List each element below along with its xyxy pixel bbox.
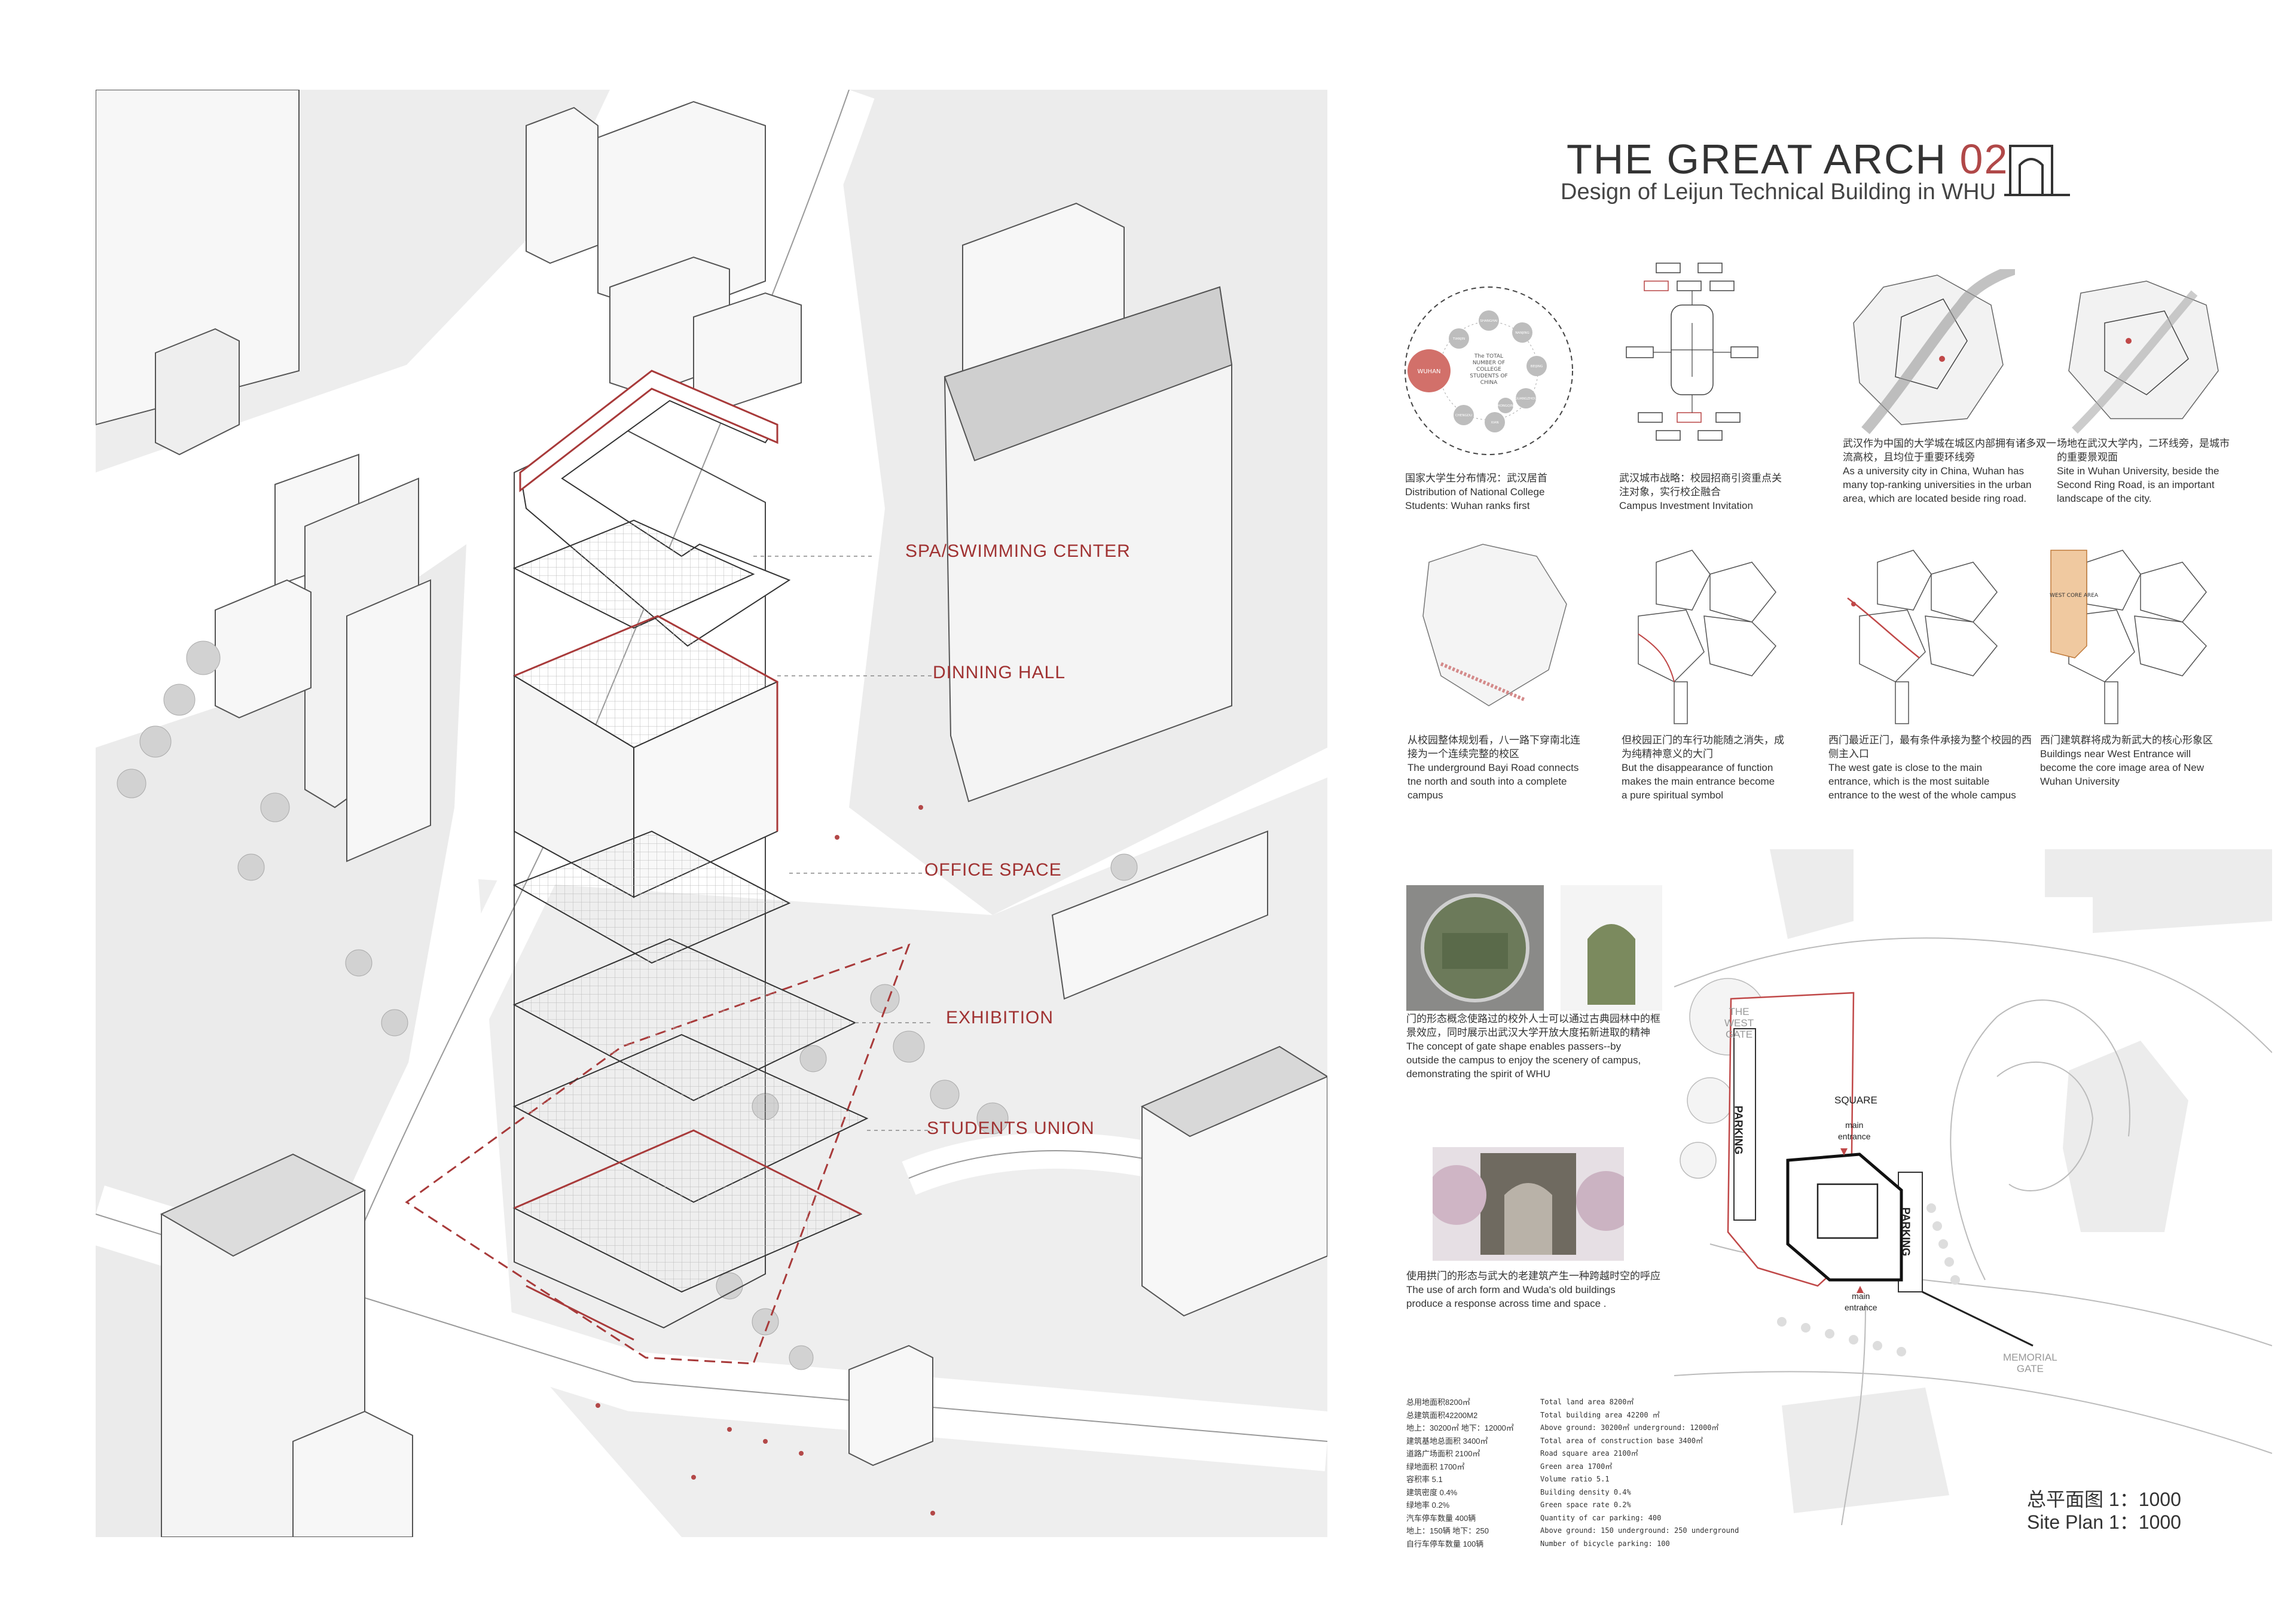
wuhan-bubble-label: WUHAN bbox=[1417, 368, 1440, 375]
west-gate-map bbox=[1847, 550, 1998, 724]
caption-d7: 西门最近正门，最有条件承接为整个校园的西 侧主入口 The west gate … bbox=[1828, 734, 2032, 801]
city-bubble-label: GUANGZHOU bbox=[1515, 397, 1537, 401]
bayi-road-map bbox=[1422, 544, 1567, 706]
west-core-area-map: WEST CORE AREA bbox=[2050, 550, 2208, 724]
center-text-line: The TOTAL bbox=[1474, 353, 1503, 359]
city-bubble-label: TIANJIN bbox=[1452, 337, 1465, 341]
caption-d6: 但校园正门的车行功能随之消失，成 为纯精神意义的大门 But the disap… bbox=[1622, 734, 1784, 801]
memorial-gate-label: MEMORIAL GATE bbox=[2003, 1352, 2057, 1374]
label-students-union: STUDENTS UNION bbox=[927, 1118, 1095, 1138]
wuhan-city-map bbox=[1853, 269, 2015, 434]
city-bubble-label: CHONGQING bbox=[1495, 404, 1516, 408]
title-main: THE GREAT ARCH bbox=[1567, 136, 1947, 182]
page-subtitle: Design of Leijun Technical Building in W… bbox=[1561, 179, 1996, 205]
caption-d4: 场地在武汉大学内，二环线旁，是城市 的重要景观面 Site in Wuhan U… bbox=[2057, 438, 2230, 504]
arch-logo-icon bbox=[2004, 145, 2070, 196]
stats-english: Total land area 8200㎡ Total building are… bbox=[1540, 1398, 1739, 1548]
caption-d2: 武汉城市战略：校园招商引资重点关 注对象，实行校企融合 Campus Inves… bbox=[1619, 472, 1782, 511]
campus-investment-flowchart bbox=[1626, 263, 1758, 441]
axonometric-svg bbox=[96, 90, 1327, 1537]
caption-gate-concept: 门的形态概念使路过的校外人士可以通过古典园林中的框 景效应，同时展示出武汉大学开… bbox=[1406, 1013, 1660, 1080]
page-title: THE GREAT ARCH 02 bbox=[1567, 135, 2008, 183]
center-text-line: STUDENTS OF bbox=[1470, 373, 1507, 379]
main-entrance-map bbox=[1638, 550, 1777, 724]
main-entrance-bottom-label: main entrance bbox=[1845, 1291, 1877, 1312]
city-bubble-label: XIAN bbox=[1491, 421, 1498, 425]
caption-d3: 武汉作为中国的大学城在城区内部拥有诸多双一 流高校，且均位于重要环线旁 As a… bbox=[1843, 438, 2056, 504]
city-bubble-label: SHANGHAI bbox=[1480, 319, 1498, 323]
parking-left-label: PARKING bbox=[1732, 1105, 1745, 1155]
center-text-line: CHINA bbox=[1480, 380, 1498, 386]
caption-d8: 西门建筑群将成为新武大的核心形象区 Buildings near West En… bbox=[2040, 734, 2213, 787]
west-core-area-label: WEST CORE AREA bbox=[2050, 593, 2099, 599]
main-entrance-top-label: main entrance bbox=[1838, 1120, 1871, 1141]
whu-old-gate-photo bbox=[1433, 1147, 1624, 1261]
center-text-line: NUMBER OF bbox=[1473, 360, 1505, 366]
parking-right-label: PARKING bbox=[1900, 1207, 1912, 1257]
caption-arch-form: 使用拱门的形态与武大的老建筑产生一种跨越时空的呼应 The use of arc… bbox=[1406, 1270, 1660, 1309]
center-text-line: COLLEGE bbox=[1476, 367, 1501, 373]
city-bubble-label: BEIJING bbox=[1531, 365, 1543, 368]
city-bubble-label: NANJING bbox=[1515, 331, 1529, 335]
student-distribution-diagram: SHANGHAI NANJING BEIJING GUANGZHOU XIAN CHEN… bbox=[1405, 286, 1573, 455]
site-in-whu-map bbox=[2068, 281, 2219, 434]
site-plan-scale: 总平面图 1：1000 Site Plan 1：1000 bbox=[2027, 1489, 2181, 1533]
site-plan-svg bbox=[1674, 849, 2273, 1526]
stats-chinese: 总用地面积8200㎡ 总建筑面积42200M2 地上：30200㎡ 地下：120… bbox=[1406, 1398, 1514, 1548]
caption-d5: 从校园整体规划看，八一路下穿南北连 接为一个连续完整的校区 The underg… bbox=[1407, 734, 1580, 801]
moon-gate-photo bbox=[1406, 885, 1544, 1011]
axonometric-drawing: SPA/SWIMMING CENTER DINNING HALL OFFICE … bbox=[96, 90, 1327, 1537]
west-gate-label: THE WEST GATE bbox=[1724, 1006, 1754, 1040]
caption-d1: 国家大学生分布情况：武汉居首 Distribution of National … bbox=[1405, 472, 1547, 511]
arch-gate-photo bbox=[1561, 885, 1662, 1011]
label-dining: DINNING HALL bbox=[933, 663, 1066, 682]
title-number: 02 bbox=[1959, 136, 2009, 182]
label-spa: SPA/SWIMMING CENTER bbox=[905, 541, 1131, 561]
site-plan: THE WEST GATE SQUARE main entrance main … bbox=[1674, 849, 2273, 1526]
label-exhibition: EXHIBITION bbox=[946, 1008, 1054, 1028]
label-office: OFFICE SPACE bbox=[924, 860, 1062, 880]
city-bubble-label: CHENGDU bbox=[1455, 414, 1472, 417]
square-label: SQUARE bbox=[1834, 1094, 1877, 1106]
